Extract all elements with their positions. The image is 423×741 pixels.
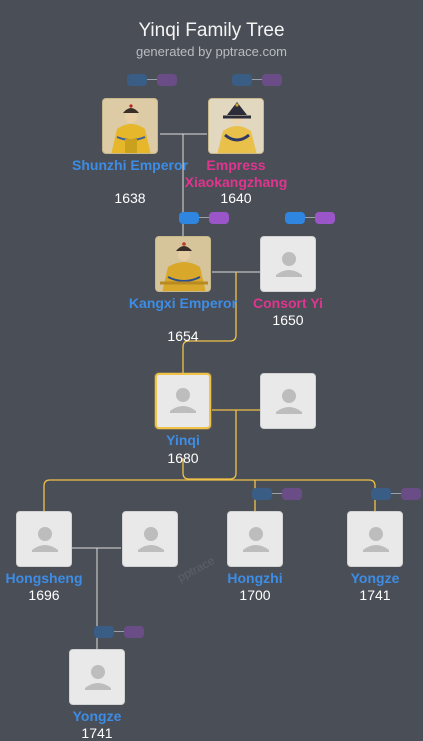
expand-chips-consort-yi[interactable] xyxy=(285,212,339,224)
person-year-yongze-grandson: 1741 xyxy=(81,725,113,741)
expand-parents-chip-blue[interactable] xyxy=(285,212,305,224)
expand-parents-chip-purple[interactable] xyxy=(157,74,177,86)
expand-parents-chip-blue[interactable] xyxy=(371,488,391,500)
person-card-yongze-grandson[interactable] xyxy=(69,649,125,705)
children-bracket xyxy=(43,479,376,511)
person-name-xiaokangzhang: Empress Xiaokangzhang xyxy=(184,157,288,190)
expand-parents-chip-blue[interactable] xyxy=(127,74,147,86)
person-name-kangxi: Kangxi Emperor xyxy=(128,295,238,311)
placeholder-avatar-icon xyxy=(276,389,302,414)
empress-portrait-icon xyxy=(209,99,263,153)
placeholder-avatar-icon xyxy=(243,527,269,552)
expand-parents-chip-purple[interactable] xyxy=(262,74,282,86)
expand-parents-chip-blue[interactable] xyxy=(179,212,199,224)
person-card-hongsheng-spouse[interactable] xyxy=(122,511,178,567)
person-year-hongsheng: 1696 xyxy=(28,587,60,603)
expand-chips-hongzhi[interactable] xyxy=(252,488,306,500)
person-name-hongzhi: Hongzhi xyxy=(227,570,283,586)
expand-parents-chip-purple[interactable] xyxy=(315,212,335,224)
placeholder-avatar-icon xyxy=(32,527,58,552)
expand-chips-xiaokangzhang[interactable] xyxy=(232,74,286,86)
placeholder-avatar-icon xyxy=(85,665,111,690)
person-name-consort-yi: Consort Yi xyxy=(252,295,323,311)
person-year-yongze: 1741 xyxy=(359,587,391,603)
expand-chips-kangxi[interactable] xyxy=(179,212,233,224)
person-name-yongze-grandson: Yongze xyxy=(72,708,122,724)
placeholder-avatar-icon xyxy=(138,527,164,552)
person-card-yongze[interactable] xyxy=(347,511,403,567)
person-name-shunzhi: Shunzhi Emperor xyxy=(72,157,188,173)
person-name-hongsheng: Hongsheng xyxy=(5,570,83,586)
emperor-portrait-icon xyxy=(103,99,157,153)
person-card-yinqi[interactable] xyxy=(155,373,211,429)
person-year-shunzhi: 1638 xyxy=(114,190,146,206)
expand-parents-chip-purple[interactable] xyxy=(209,212,229,224)
person-card-hongsheng[interactable] xyxy=(16,511,72,567)
expand-parents-chip-blue[interactable] xyxy=(232,74,252,86)
person-card-hongzhi[interactable] xyxy=(227,511,283,567)
expand-chips-yongze-grandson[interactable] xyxy=(94,626,148,638)
person-card-yinqi-spouse[interactable] xyxy=(260,373,316,429)
person-year-yinqi: 1680 xyxy=(167,450,199,466)
person-name-yongze: Yongze xyxy=(350,570,400,586)
person-name-yinqi: Yinqi xyxy=(166,432,200,448)
person-year-consort-yi: 1650 xyxy=(272,312,304,328)
person-card-xiaokangzhang[interactable] xyxy=(208,98,264,154)
person-year-xiaokangzhang: 1640 xyxy=(220,190,252,206)
placeholder-avatar-icon xyxy=(276,252,302,277)
person-card-shunzhi[interactable] xyxy=(102,98,158,154)
expand-chips-shunzhi[interactable] xyxy=(127,74,181,86)
expand-parents-chip-purple[interactable] xyxy=(124,626,144,638)
person-card-consort-yi[interactable] xyxy=(260,236,316,292)
expand-parents-chip-purple[interactable] xyxy=(282,488,302,500)
person-year-kangxi: 1654 xyxy=(167,328,199,344)
expand-parents-chip-blue[interactable] xyxy=(252,488,272,500)
placeholder-avatar-icon xyxy=(170,388,196,413)
page-subtitle: generated by pptrace.com xyxy=(135,44,288,59)
page-title: Yinqi Family Tree xyxy=(138,20,285,41)
person-year-hongzhi: 1700 xyxy=(239,587,271,603)
expand-chips-yongze[interactable] xyxy=(371,488,423,500)
expand-parents-chip-blue[interactable] xyxy=(94,626,114,638)
person-card-kangxi[interactable] xyxy=(155,236,211,292)
placeholder-avatar-icon xyxy=(363,527,389,552)
emperor-portrait-icon xyxy=(156,237,210,291)
descent-line-children xyxy=(182,410,237,480)
expand-parents-chip-purple[interactable] xyxy=(401,488,421,500)
descent-line-yinqi xyxy=(182,272,237,373)
